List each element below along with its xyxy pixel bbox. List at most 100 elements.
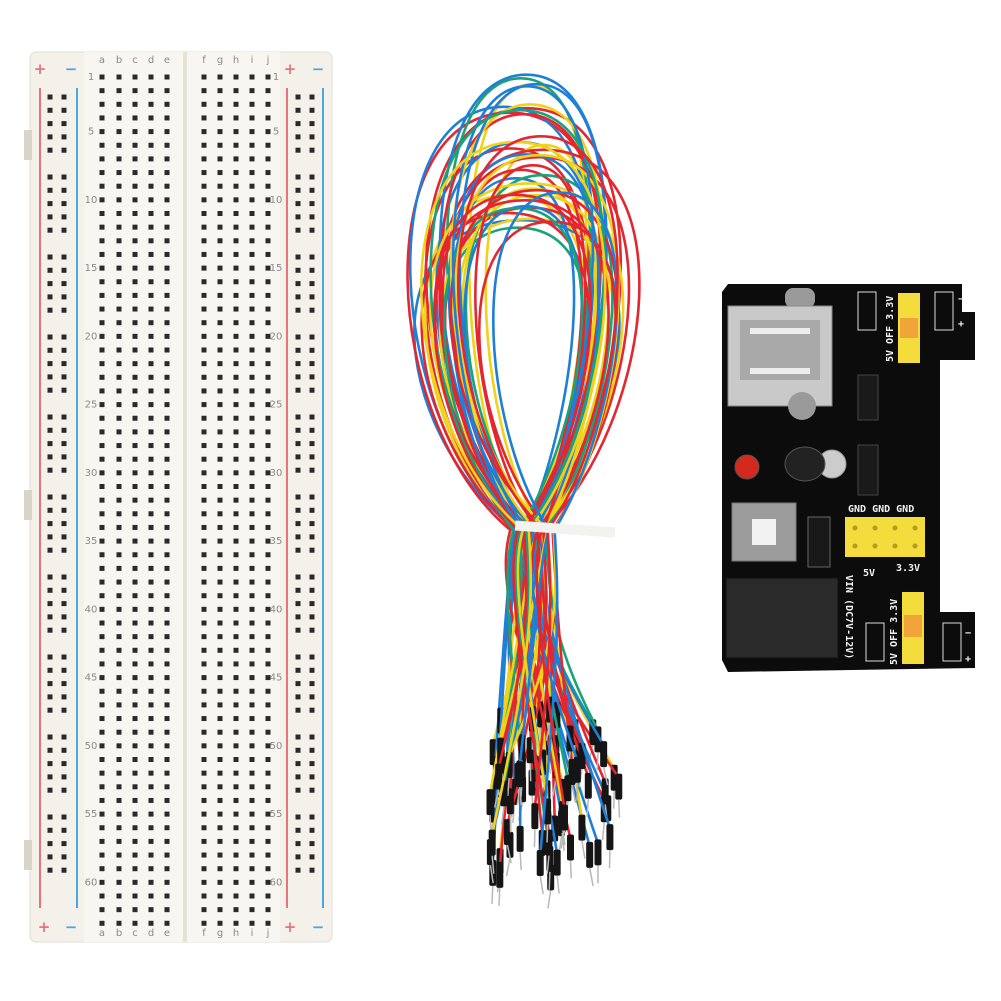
breadboard-hole[interactable]	[249, 415, 255, 421]
rail-hole[interactable]	[295, 387, 301, 393]
rail-hole[interactable]	[61, 387, 67, 393]
breadboard-hole[interactable]	[164, 675, 170, 681]
breadboard-hole[interactable]	[233, 634, 239, 640]
breadboard-hole[interactable]	[99, 429, 105, 435]
breadboard-hole[interactable]	[265, 88, 271, 94]
breadboard-hole[interactable]	[265, 879, 271, 885]
rail-hole[interactable]	[295, 94, 301, 100]
breadboard-hole[interactable]	[148, 183, 154, 189]
rail-hole[interactable]	[61, 107, 67, 113]
breadboard-hole[interactable]	[148, 661, 154, 667]
breadboard-hole[interactable]	[265, 197, 271, 203]
rail-hole[interactable]	[309, 707, 315, 713]
rail-hole[interactable]	[295, 507, 301, 513]
rail-hole[interactable]	[61, 201, 67, 207]
breadboard-hole[interactable]	[201, 784, 207, 790]
rail-hole[interactable]	[47, 614, 53, 620]
breadboard-hole[interactable]	[132, 129, 138, 135]
breadboard-hole[interactable]	[132, 757, 138, 762]
rail-hole[interactable]	[47, 267, 53, 273]
breadboard-hole[interactable]	[217, 634, 223, 640]
breadboard-hole[interactable]	[132, 238, 138, 244]
breadboard-hole[interactable]	[233, 893, 239, 899]
breadboard-hole[interactable]	[116, 156, 122, 162]
rail-hole[interactable]	[47, 454, 53, 460]
breadboard-hole[interactable]	[116, 183, 122, 189]
rail-hole[interactable]	[47, 694, 53, 700]
breadboard-hole[interactable]	[164, 183, 170, 189]
breadboard-hole[interactable]	[116, 907, 122, 913]
breadboard-hole[interactable]	[99, 729, 105, 735]
breadboard-hole[interactable]	[201, 170, 207, 176]
rail-hole[interactable]	[295, 454, 301, 460]
rail-hole[interactable]	[309, 654, 315, 660]
breadboard-hole[interactable]	[132, 415, 138, 421]
breadboard-hole[interactable]	[116, 893, 122, 899]
rail-hole[interactable]	[47, 134, 53, 140]
breadboard-hole[interactable]	[148, 129, 154, 135]
breadboard-hole[interactable]	[148, 852, 154, 858]
breadboard-hole[interactable]	[249, 211, 255, 216]
breadboard-hole[interactable]	[132, 279, 138, 285]
breadboard-hole[interactable]	[201, 484, 207, 489]
breadboard-hole[interactable]	[217, 716, 223, 722]
rail-hole[interactable]	[47, 534, 53, 540]
breadboard-hole[interactable]	[164, 866, 170, 872]
rail-hole[interactable]	[47, 307, 53, 313]
rail-hole[interactable]	[47, 814, 53, 820]
breadboard-hole[interactable]	[217, 251, 223, 257]
breadboard-hole[interactable]	[217, 142, 223, 148]
breadboard-hole[interactable]	[116, 784, 122, 790]
rail-hole[interactable]	[295, 374, 301, 380]
breadboard-hole[interactable]	[116, 443, 122, 449]
breadboard-hole[interactable]	[201, 292, 207, 298]
breadboard-hole[interactable]	[233, 470, 239, 476]
breadboard-hole[interactable]	[132, 647, 138, 653]
breadboard-hole[interactable]	[265, 702, 271, 708]
breadboard-hole[interactable]	[164, 634, 170, 640]
rail-hole[interactable]	[309, 814, 315, 820]
breadboard-hole[interactable]	[164, 484, 170, 489]
breadboard-hole[interactable]	[99, 702, 105, 708]
breadboard-hole[interactable]	[201, 443, 207, 449]
breadboard-hole[interactable]	[249, 429, 255, 435]
breadboard-hole[interactable]	[116, 320, 122, 326]
breadboard-hole[interactable]	[265, 852, 271, 858]
breadboard-hole[interactable]	[132, 784, 138, 790]
breadboard-hole[interactable]	[132, 852, 138, 858]
breadboard-hole[interactable]	[164, 879, 170, 885]
breadboard-hole[interactable]	[233, 675, 239, 681]
breadboard-hole[interactable]	[132, 620, 138, 626]
rail-hole[interactable]	[295, 307, 301, 313]
breadboard-hole[interactable]	[265, 647, 271, 653]
breadboard-hole[interactable]	[132, 320, 138, 326]
breadboard-hole[interactable]	[249, 866, 255, 872]
breadboard-hole[interactable]	[164, 142, 170, 148]
breadboard-hole[interactable]	[233, 183, 239, 189]
breadboard-hole[interactable]	[249, 620, 255, 626]
rail-hole[interactable]	[295, 201, 301, 207]
rail-hole[interactable]	[61, 574, 67, 580]
breadboard-hole[interactable]	[99, 170, 105, 176]
rail-hole[interactable]	[47, 347, 53, 353]
breadboard-hole[interactable]	[265, 211, 271, 216]
rail-hole[interactable]	[47, 707, 53, 713]
breadboard-hole[interactable]	[99, 620, 105, 626]
rail-hole[interactable]	[61, 761, 67, 767]
breadboard-hole[interactable]	[201, 470, 207, 476]
breadboard-hole[interactable]	[233, 292, 239, 298]
breadboard-hole[interactable]	[265, 306, 271, 312]
rail-hole[interactable]	[309, 147, 315, 153]
breadboard-hole[interactable]	[265, 224, 271, 230]
rail-hole[interactable]	[61, 441, 67, 447]
breadboard-hole[interactable]	[217, 702, 223, 708]
breadboard-hole[interactable]	[116, 565, 122, 571]
breadboard-hole[interactable]	[116, 142, 122, 148]
breadboard-hole[interactable]	[148, 606, 154, 612]
breadboard-hole[interactable]	[233, 524, 239, 530]
breadboard-hole[interactable]	[99, 593, 105, 599]
rail-hole[interactable]	[47, 507, 53, 513]
breadboard-hole[interactable]	[99, 333, 105, 339]
breadboard-hole[interactable]	[99, 552, 105, 558]
rail-hole[interactable]	[309, 854, 315, 860]
